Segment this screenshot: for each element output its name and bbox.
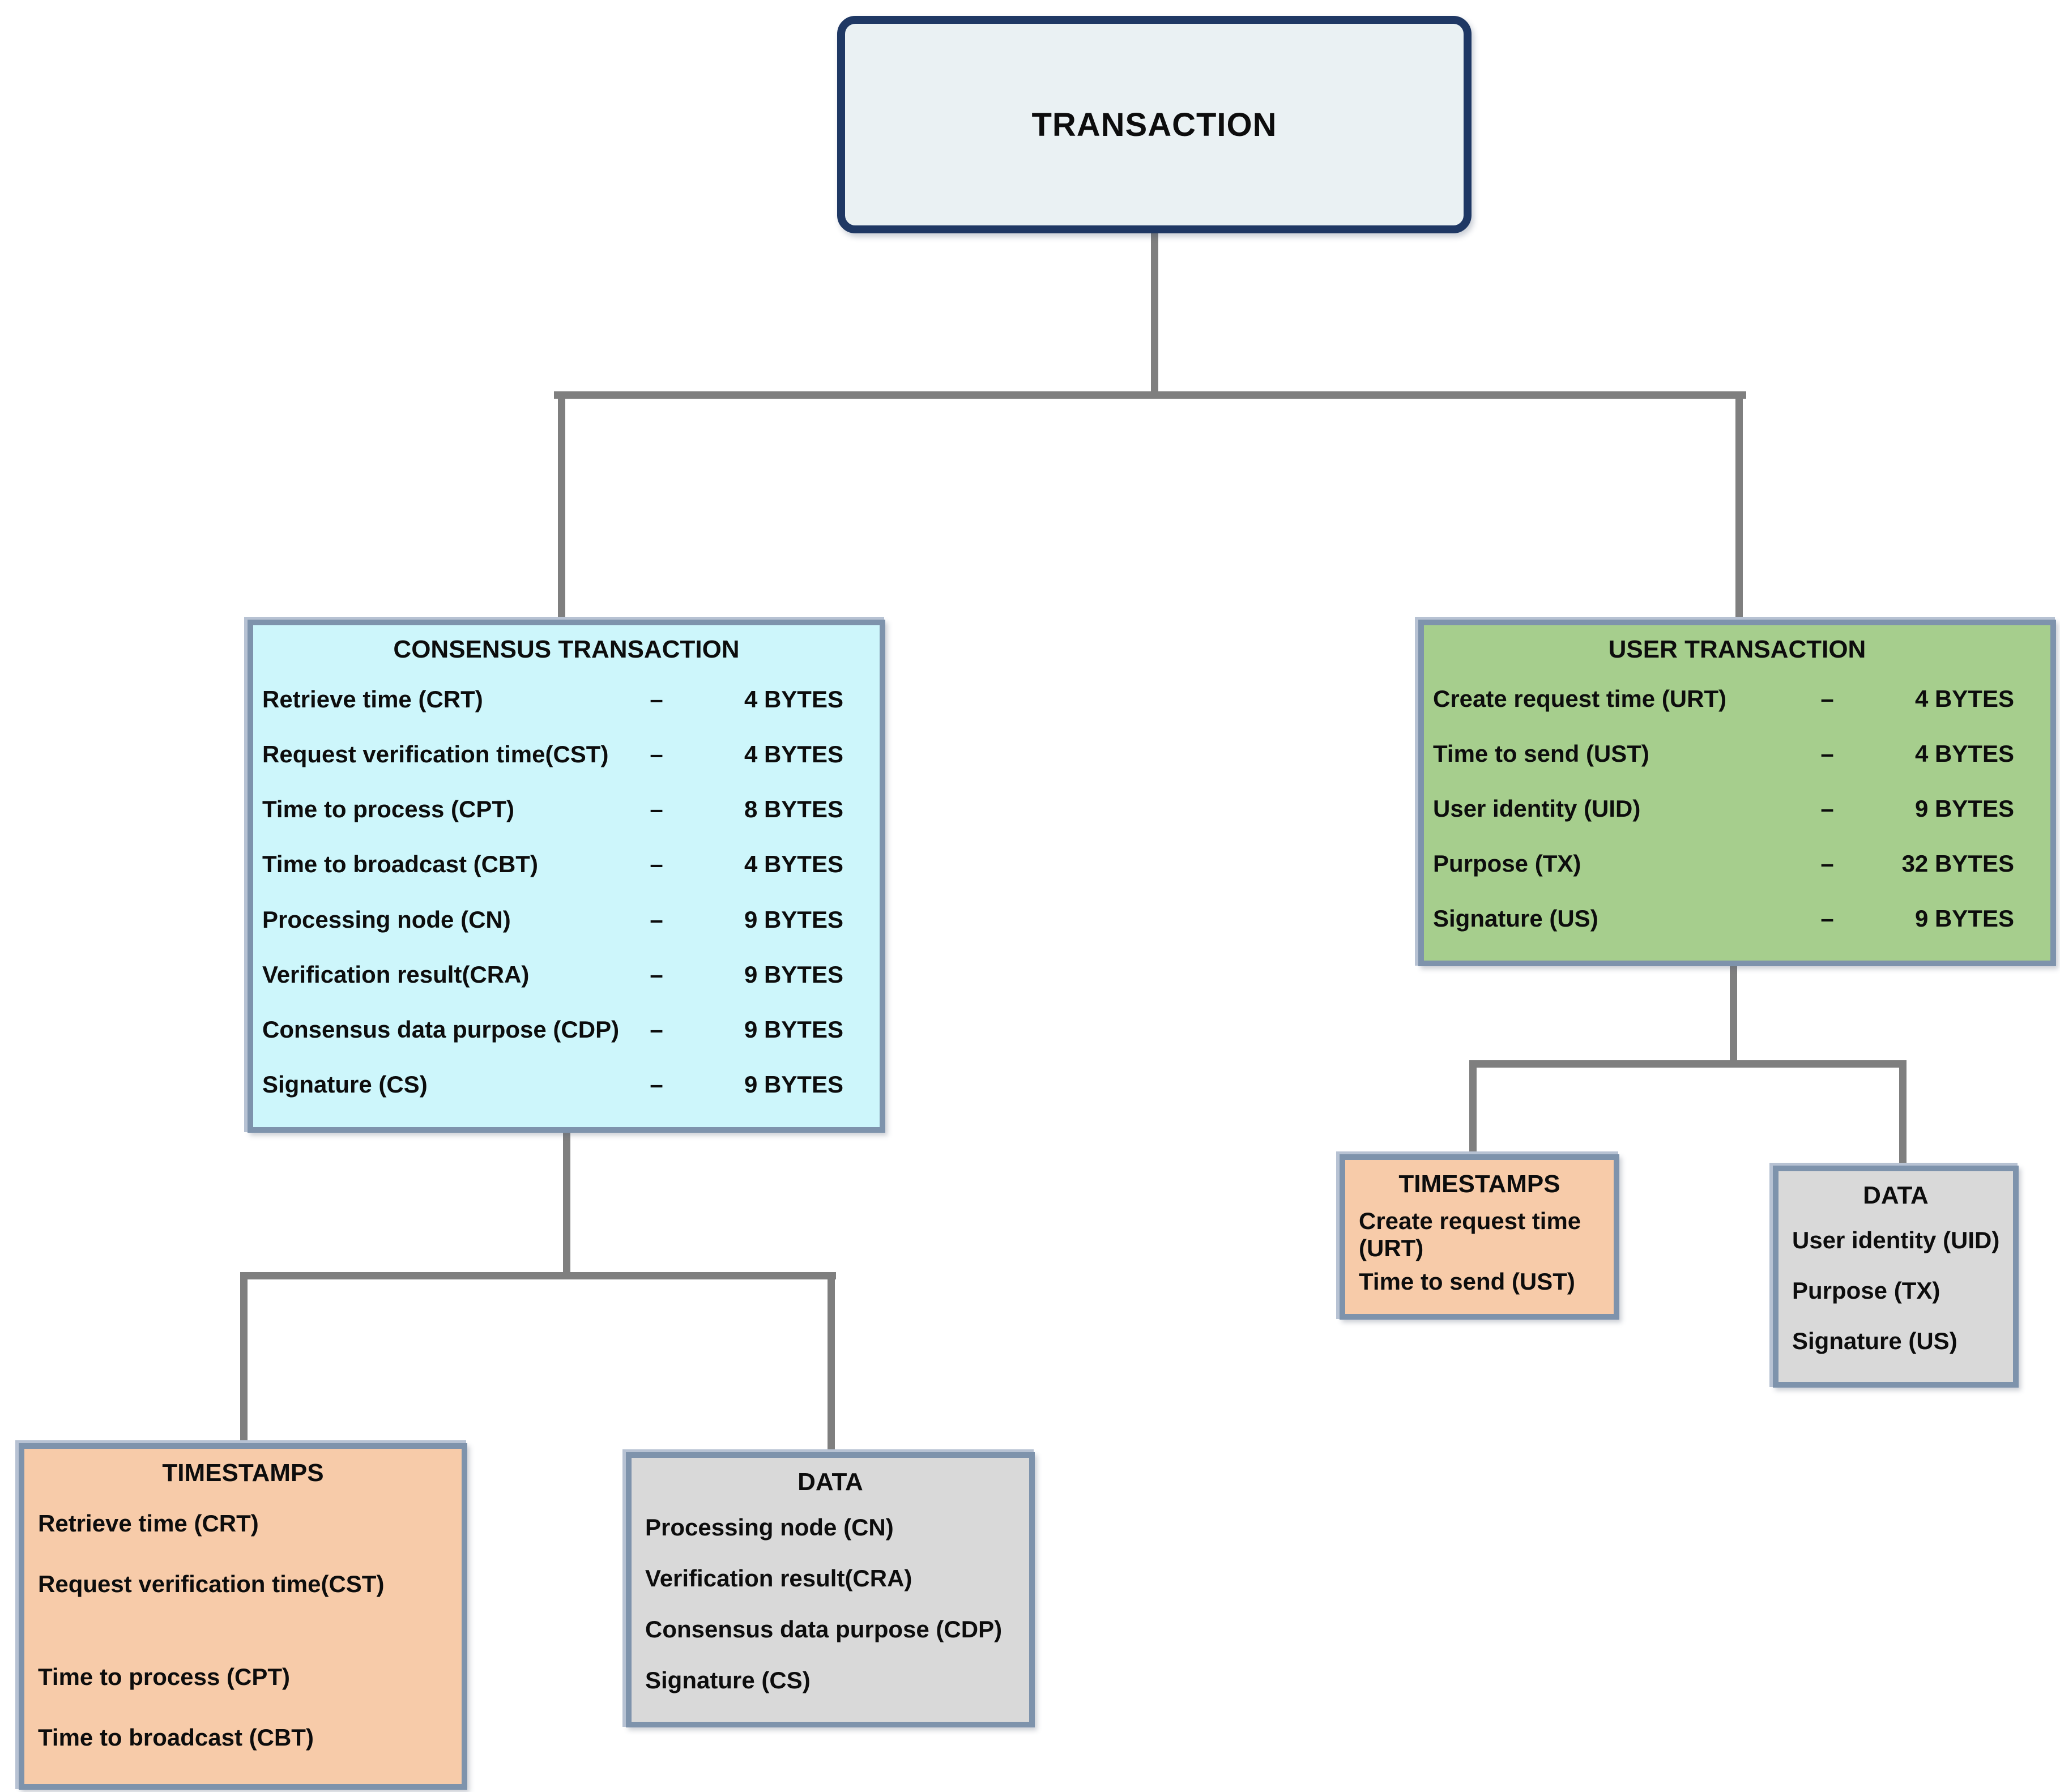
data-item: Verification result(CRA) — [645, 1565, 912, 1592]
data-item: Purpose (TX) — [1792, 1277, 1940, 1304]
connector-consensus-horizontal — [240, 1272, 836, 1279]
connector-drop-user-data — [1899, 1060, 1907, 1168]
connector-root-horizontal — [554, 391, 1746, 399]
dash-separator: – — [650, 1071, 663, 1098]
timestamps-item: Time to process (CPT) — [38, 1663, 290, 1690]
dash-separator: – — [650, 906, 663, 933]
user-timestamps-box: TIMESTAMPS Create request time (URT) Tim… — [1340, 1154, 1619, 1320]
connector-user-horizontal — [1469, 1060, 1907, 1068]
field-size: 4 BYTES — [1914, 685, 2014, 712]
field-size: 32 BYTES — [1901, 850, 2014, 877]
dash-separator: – — [1820, 740, 1834, 767]
connector-drop-consensus-timestamps — [240, 1272, 248, 1445]
user-field-row: Signature (US) – 9 BYTES — [1433, 905, 2014, 932]
connector-drop-user — [1735, 391, 1743, 622]
field-size: 4 BYTES — [1914, 740, 2014, 767]
dash-separator: – — [1820, 850, 1834, 877]
consensus-field-row: Request verification time(CST) – 4 BYTES — [262, 741, 843, 768]
consensus-field-row: Signature (CS) – 9 BYTES — [262, 1071, 843, 1098]
consensus-timestamps-items: Retrieve time (CRT) Request verification… — [24, 1487, 462, 1784]
user-field-row: Create request time (URT) – 4 BYTES — [1433, 685, 2014, 712]
field-label: Create request time (URT) — [1433, 685, 1727, 712]
data-item: Signature (CS) — [645, 1667, 811, 1693]
user-field-list: Create request time (URT) – 4 BYTES Time… — [1424, 664, 2050, 961]
consensus-data-box: DATA Processing node (CN) Verification r… — [626, 1452, 1035, 1727]
connector-consensus-trunk — [563, 1130, 570, 1278]
timestamps-item: Time to send (UST) — [1359, 1268, 1575, 1295]
user-transaction-title: USER TRANSACTION — [1608, 635, 1866, 663]
connector-drop-consensus — [558, 391, 565, 622]
field-size: 8 BYTES — [744, 796, 843, 823]
field-label: Time to send (UST) — [1433, 740, 1649, 767]
field-size: 9 BYTES — [1914, 795, 2014, 822]
consensus-transaction-box: CONSENSUS TRANSACTION Retrieve time (CRT… — [248, 620, 885, 1133]
field-size: 4 BYTES — [744, 740, 843, 767]
field-label: Request verification time(CST) — [262, 740, 609, 767]
timestamps-item: Request verification time(CST) — [38, 1571, 385, 1598]
field-size: 9 BYTES — [744, 906, 843, 933]
user-timestamps-title: TIMESTAMPS — [1398, 1170, 1560, 1198]
field-size: 4 BYTES — [744, 851, 843, 878]
dash-separator: – — [650, 796, 663, 823]
dash-separator: – — [650, 685, 663, 712]
user-field-row: Time to send (UST) – 4 BYTES — [1433, 740, 2014, 767]
field-label: Signature (US) — [1433, 904, 1598, 932]
user-timestamps-items: Create request time (URT) Time to send (… — [1345, 1198, 1614, 1314]
dash-separator: – — [650, 851, 663, 878]
user-transaction-box: USER TRANSACTION Create request time (UR… — [1418, 620, 2056, 966]
field-size: 9 BYTES — [744, 1071, 843, 1098]
consensus-field-row: Time to broadcast (CBT) – 4 BYTES — [262, 851, 843, 878]
user-data-box: DATA User identity (UID) Purpose (TX) Si… — [1773, 1166, 2019, 1388]
data-item: Consensus data purpose (CDP) — [645, 1616, 1003, 1642]
connector-drop-consensus-data — [828, 1272, 835, 1454]
field-label: Verification result(CRA) — [262, 961, 530, 988]
field-label: Time to broadcast (CBT) — [262, 851, 538, 878]
timestamps-item: Retrieve time (CRT) — [38, 1509, 259, 1537]
field-size: 4 BYTES — [744, 685, 843, 712]
field-label: Time to process (CPT) — [262, 796, 514, 823]
consensus-data-items: Processing node (CN) Verification result… — [632, 1496, 1029, 1722]
data-item: User identity (UID) — [1792, 1227, 2000, 1254]
user-data-title: DATA — [1863, 1181, 1929, 1209]
field-label: Signature (CS) — [262, 1071, 428, 1098]
user-field-row: Purpose (TX) – 32 BYTES — [1433, 850, 2014, 877]
field-label: Purpose (TX) — [1433, 850, 1581, 877]
connector-user-trunk — [1730, 964, 1737, 1066]
field-label: Processing node (CN) — [262, 906, 511, 933]
consensus-field-row: Consensus data purpose (CDP) – 9 BYTES — [262, 1016, 843, 1043]
consensus-field-list: Retrieve time (CRT) – 4 BYTES Request ve… — [253, 664, 880, 1127]
dash-separator: – — [1820, 685, 1834, 712]
dash-separator: – — [650, 1016, 663, 1043]
consensus-field-row: Time to process (CPT) – 8 BYTES — [262, 796, 843, 823]
user-data-items: User identity (UID) Purpose (TX) Signatu… — [1778, 1210, 2013, 1382]
timestamps-item: Time to broadcast (CBT) — [38, 1724, 314, 1751]
transaction-box: TRANSACTION — [837, 16, 1472, 233]
data-item: Processing node (CN) — [645, 1514, 894, 1541]
field-size: 9 BYTES — [744, 1016, 843, 1043]
consensus-field-row: Processing node (CN) – 9 BYTES — [262, 906, 843, 933]
dash-separator: – — [1820, 795, 1834, 822]
consensus-transaction-title: CONSENSUS TRANSACTION — [393, 635, 740, 663]
consensus-field-row: Verification result(CRA) – 9 BYTES — [262, 961, 843, 988]
field-label: Retrieve time (CRT) — [262, 685, 483, 712]
field-size: 9 BYTES — [744, 961, 843, 988]
user-field-row: User identity (UID) – 9 BYTES — [1433, 795, 2014, 822]
dash-separator: – — [1820, 904, 1834, 932]
data-item: Signature (US) — [1792, 1327, 1957, 1354]
consensus-data-title: DATA — [797, 1468, 863, 1496]
consensus-field-row: Retrieve time (CRT) – 4 BYTES — [262, 686, 843, 713]
field-label: User identity (UID) — [1433, 795, 1641, 822]
connector-drop-user-timestamps — [1469, 1060, 1477, 1157]
dash-separator: – — [650, 740, 663, 767]
connector-root-trunk — [1151, 230, 1158, 399]
field-label: Consensus data purpose (CDP) — [262, 1016, 620, 1043]
consensus-timestamps-box: TIMESTAMPS Retrieve time (CRT) Request v… — [19, 1443, 467, 1790]
consensus-timestamps-title: TIMESTAMPS — [162, 1459, 324, 1487]
timestamps-item: Create request time (URT) — [1359, 1207, 1581, 1261]
dash-separator: – — [650, 961, 663, 988]
transaction-title: TRANSACTION — [1031, 106, 1277, 143]
field-size: 9 BYTES — [1914, 904, 2014, 932]
